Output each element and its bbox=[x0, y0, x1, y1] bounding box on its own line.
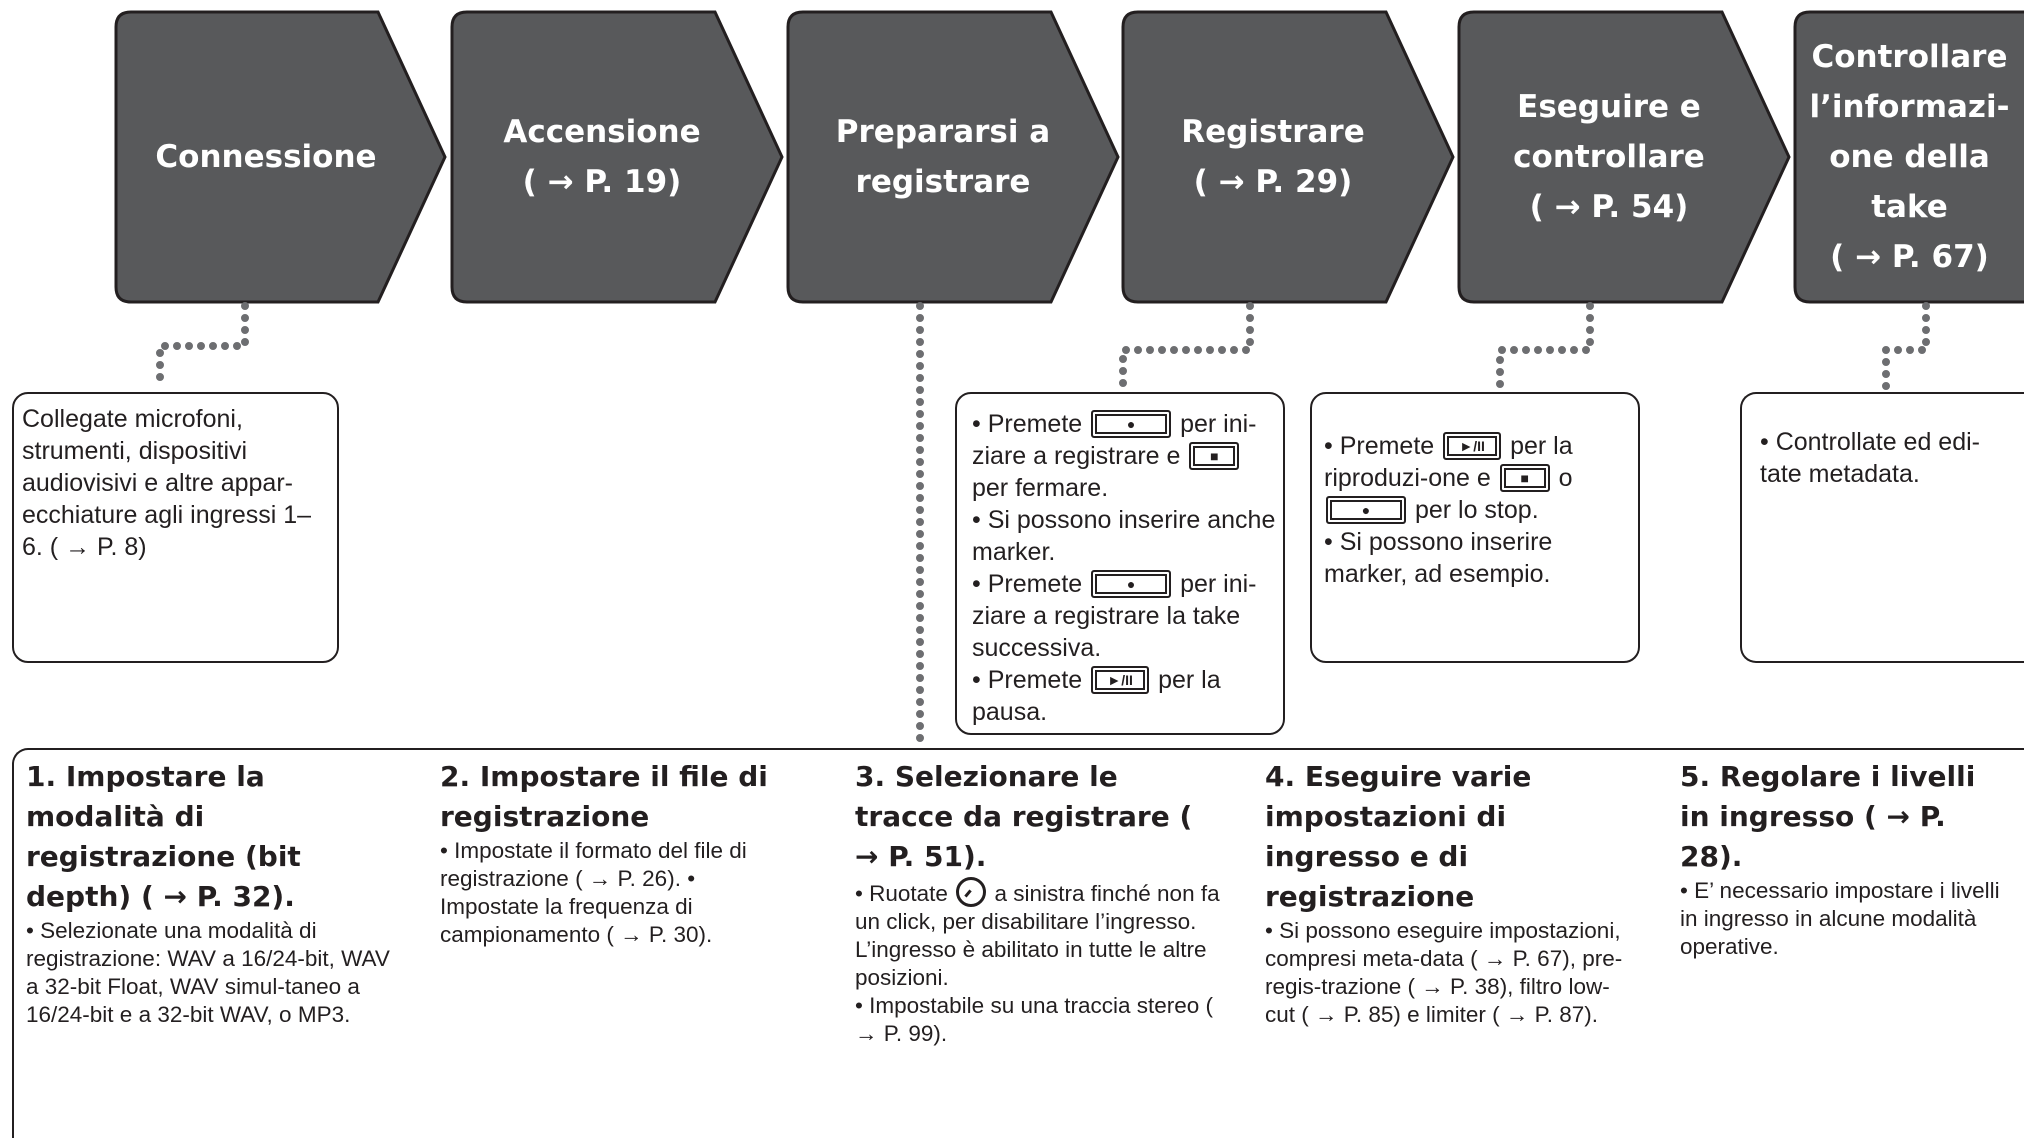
prep-step-2: 2. Impostare il file di registrazione • … bbox=[440, 760, 768, 947]
connector-registrare bbox=[1119, 302, 1254, 394]
connector-eseguire bbox=[1496, 302, 1594, 394]
knob-icon bbox=[956, 877, 987, 907]
connector-controllare bbox=[1882, 302, 1930, 394]
stop-key-icon: ■ bbox=[1189, 442, 1240, 470]
flow-diagram bbox=[114, 10, 2024, 752]
play-pause-key-icon: ►/II bbox=[1443, 432, 1502, 460]
record-key-icon: ● bbox=[1326, 496, 1406, 524]
note-box-connessione bbox=[12, 392, 339, 663]
stop-key-icon: ■ bbox=[1499, 464, 1550, 492]
step-chevron-connessione bbox=[114, 10, 447, 304]
note-text-connessione: Collegate microfoni, strumenti, disposit… bbox=[22, 405, 312, 561]
record-key-icon: ● bbox=[1091, 570, 1172, 598]
record-key-icon: ● bbox=[1091, 410, 1172, 438]
prep-step-5: 5. Regolare i livelli in ingresso ( → P.… bbox=[1680, 760, 2000, 959]
prep-step-1: 1. Impostare la modalità di registrazion… bbox=[26, 760, 390, 1027]
step-chevron-controllare bbox=[1793, 10, 2024, 304]
step-chevron-accensione bbox=[450, 10, 784, 304]
step-title-accensione: Accensione( → P. 19) bbox=[503, 114, 701, 200]
note-text-controllare: • Controllate ed edi-tate metadata. bbox=[1760, 428, 1980, 488]
step-chevron-eseguire bbox=[1457, 10, 1791, 304]
note-text-eseguire: • Premete ►/II per la riproduzi-one e ■ … bbox=[1324, 432, 1573, 588]
prep-steps-box bbox=[12, 748, 2024, 1138]
step-title-controllare: Controllare l’informazi-one della take( … bbox=[1809, 39, 2010, 275]
step-title-eseguire: Eseguire e controllare( → P. 54) bbox=[1513, 89, 1705, 225]
step-chevron-registrare bbox=[1121, 10, 1455, 304]
play-pause-key-icon: ►/II bbox=[1091, 666, 1150, 694]
step-title-preparare: Prepararsi a registrare bbox=[835, 114, 1051, 200]
prep-step-4: 4. Eseguire varie impostazioni di ingres… bbox=[1265, 760, 1623, 1027]
step-title-registrare: Registrare( → P. 29) bbox=[1181, 114, 1365, 200]
connector-connessione bbox=[156, 302, 249, 390]
step-title-connessione: Connessione bbox=[155, 139, 377, 175]
note-text-registrare: • Premete ● per ini-ziare a registrare e… bbox=[972, 410, 1276, 726]
note-box-controllare bbox=[1740, 392, 2024, 663]
prep-step-3: 3. Selezionare le tracce da registrare (… bbox=[855, 760, 1220, 1046]
step-chevron-preparare bbox=[786, 10, 1120, 304]
